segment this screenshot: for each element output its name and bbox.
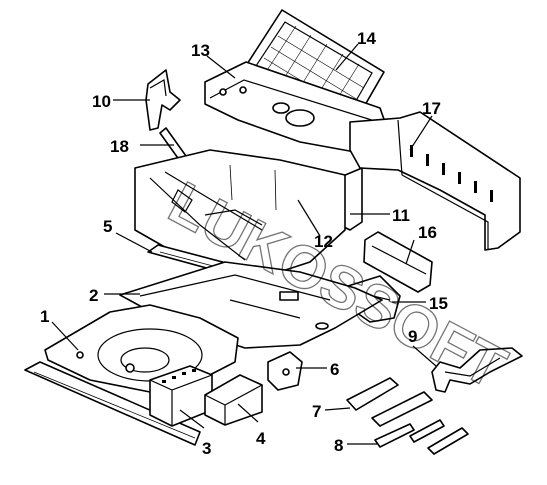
callout-18: 18 [110,137,174,156]
callout-13: 13 [191,41,236,79]
callout-16: 16 [405,223,437,265]
callout-12: 12 [297,199,333,251]
callout-label-16: 16 [418,223,437,242]
part-16-rear-panel [363,231,433,293]
callout-label-3: 3 [202,439,211,458]
callout-15: 15 [392,294,448,313]
callout-label-7: 7 [312,402,321,421]
battery-cells [162,369,196,383]
callout-label-10: 10 [92,92,111,111]
callout-label-1: 1 [40,307,49,326]
callout-17: 17 [409,99,441,151]
callout-label-4: 4 [256,429,266,448]
part-7-rails [346,377,433,427]
callout-11: 11 [350,206,410,225]
callout-label-18: 18 [110,137,129,156]
part-8-small-rails [374,419,469,455]
callout-4: 4 [237,403,266,448]
callout-label-17: 17 [422,99,441,118]
callout-9: 9 [408,327,437,367]
panel-slots [410,145,493,202]
front-frame-structure [134,149,346,276]
callout-label-13: 13 [191,41,210,60]
callout-7: 7 [312,402,351,421]
callout-label-2: 2 [89,286,98,305]
callout-label-11: 11 [392,206,410,225]
part-10-bracket [145,69,181,131]
callout-14: 14 [335,29,376,71]
callout-10: 10 [92,92,150,111]
callout-8: 8 [334,436,378,455]
callout-label-6: 6 [330,360,339,379]
callout-1: 1 [40,307,79,351]
callout-label-12: 12 [314,232,333,251]
part-6-small-bracket [267,351,303,391]
callout-label-5: 5 [103,217,112,236]
callout-label-9: 9 [408,327,417,346]
callout-5: 5 [103,217,153,253]
callout-label-14: 14 [357,29,376,48]
callout-3: 3 [179,409,211,458]
callout-6: 6 [296,360,339,379]
callout-label-15: 15 [429,294,448,313]
callout-label-8: 8 [334,436,343,455]
rear-bumper-beam [24,361,201,446]
callout-2: 2 [89,286,140,305]
part-9-long-rail [431,347,523,393]
